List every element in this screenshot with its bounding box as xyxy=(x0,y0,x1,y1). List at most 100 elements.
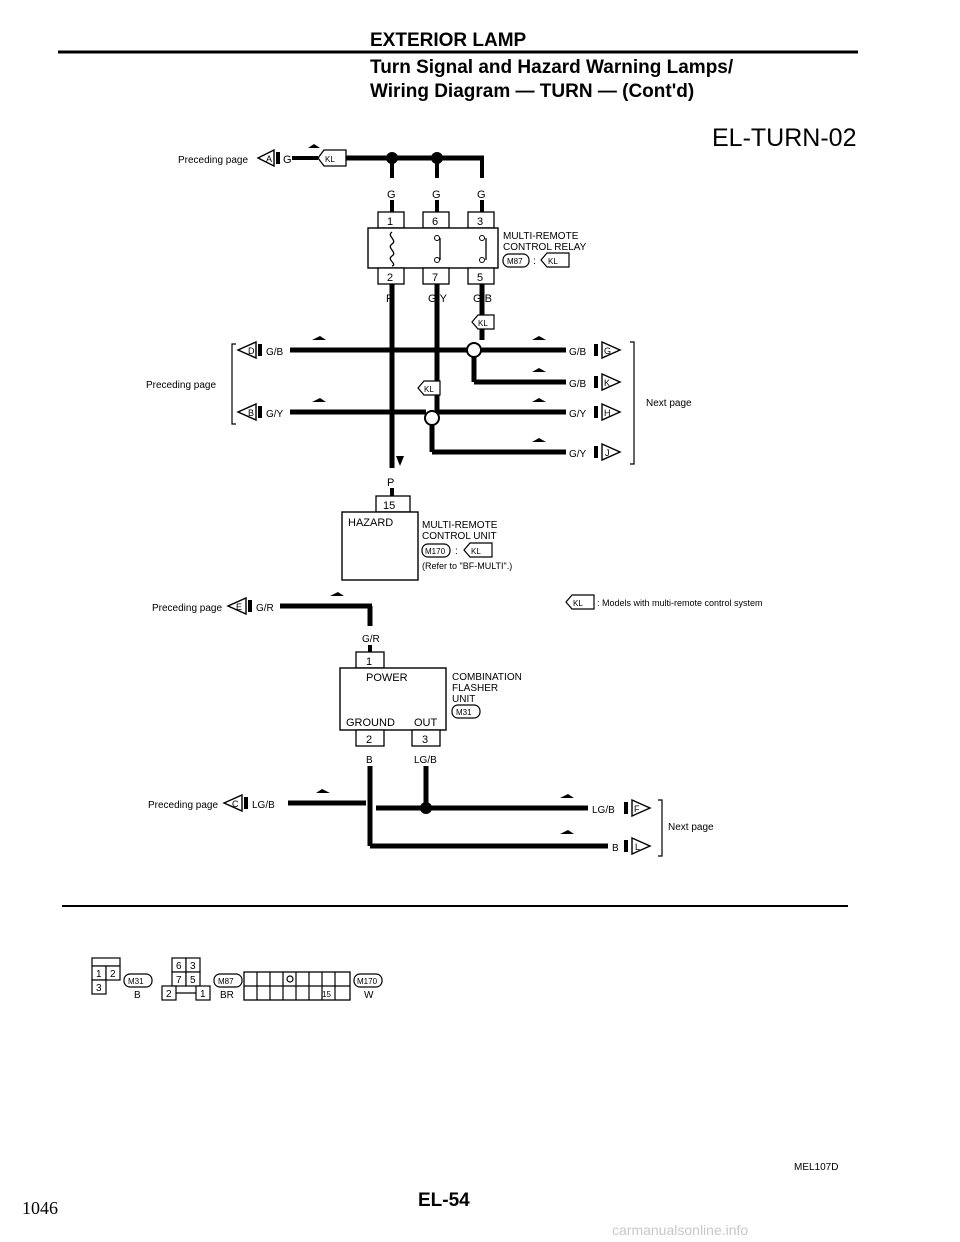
diagram-subtitle: Turn Signal and Hazard Warning Lamps/ Wi… xyxy=(370,56,733,104)
svg-text:KL: KL xyxy=(325,155,335,164)
svg-text:KL: KL xyxy=(471,547,481,556)
relay-pin-3: 3 xyxy=(467,211,495,229)
wire-label-gb-g: G/B xyxy=(569,347,587,358)
relay-conn-badge: M87 xyxy=(502,253,530,268)
kl-badge-top: KL xyxy=(317,149,347,167)
svg-text:3: 3 xyxy=(190,961,196,972)
svg-text:KL: KL xyxy=(573,599,583,608)
relay-pin-6: 6 xyxy=(422,211,450,229)
svg-text:KL: KL xyxy=(424,385,434,394)
flasher-name-1: COMBINATION xyxy=(452,672,522,683)
flasher-name-3: UNIT xyxy=(452,694,475,705)
wire-label-g-top: G xyxy=(283,154,292,166)
splice-lgb xyxy=(420,802,432,814)
wire-label-gy-b: G/Y xyxy=(266,409,284,420)
connector-g-arrow: G xyxy=(594,340,622,360)
flasher-ground-label: GROUND xyxy=(346,717,395,729)
preceding-page-label-db: Preceding page xyxy=(146,380,216,391)
svg-text:J: J xyxy=(605,448,610,458)
svg-text:K: K xyxy=(604,378,610,388)
svg-text:5: 5 xyxy=(190,975,196,986)
svg-text:D: D xyxy=(248,346,255,356)
control-unit-kl-badge: KL xyxy=(463,542,493,558)
svg-text:F: F xyxy=(634,804,640,814)
next-page-label-ghjk: Next page xyxy=(646,398,692,409)
relay-kl-badge: KL xyxy=(540,252,570,268)
flasher-name-2: FLASHER xyxy=(452,683,498,694)
control-unit-hazard-label: HAZARD xyxy=(348,517,393,529)
relay-pin-5: 5 xyxy=(467,267,495,285)
wire-label-lgb-flasher: LG/B xyxy=(414,755,437,766)
svg-text:1: 1 xyxy=(200,989,206,1000)
connector-view-m87: 6 3 7 5 2 1 M87 BR xyxy=(161,957,243,1001)
subtitle-line-1: Turn Signal and Hazard Warning Lamps/ xyxy=(370,57,734,78)
legend-text: : Models with multi-remote control syste… xyxy=(597,598,763,608)
flasher-out-label: OUT xyxy=(414,717,438,729)
diagram-id: EL-TURN-02 xyxy=(712,124,857,152)
relay-name-2: CONTROL RELAY xyxy=(503,242,587,253)
wire-label-gr-e: G/R xyxy=(256,603,274,614)
svg-text:M87: M87 xyxy=(218,977,234,986)
svg-text:C: C xyxy=(232,799,239,809)
svg-text:M170: M170 xyxy=(425,547,446,556)
reference-code: MEL107D xyxy=(794,1162,839,1173)
svg-text:B: B xyxy=(248,408,254,418)
relay-colon: : xyxy=(533,256,536,267)
control-unit-conn-badge: M170 xyxy=(421,543,451,558)
page-number: EL-54 xyxy=(418,1190,470,1211)
wire-label-gb-k: G/B xyxy=(569,379,587,390)
svg-text:M31: M31 xyxy=(456,708,472,717)
svg-text:W: W xyxy=(364,990,374,1001)
svg-text:1: 1 xyxy=(387,216,393,228)
svg-text:M31: M31 xyxy=(128,977,144,986)
connector-l-arrow: L xyxy=(624,836,652,856)
relay-pin-7: 7 xyxy=(422,267,450,285)
splice-gb xyxy=(466,342,482,358)
kl-badge-gb: KL xyxy=(471,314,495,330)
preceding-page-label-a: Preceding page xyxy=(178,155,248,166)
flasher-pin-2: 2 xyxy=(355,729,385,747)
connector-h-arrow: H xyxy=(594,402,622,422)
flasher-conn-badge: M31 xyxy=(451,704,481,719)
legend-kl-badge: KL xyxy=(565,594,595,610)
manual-page-number: 1046 xyxy=(22,1198,58,1218)
svg-text:3: 3 xyxy=(422,734,428,746)
connector-view-m31: 1 2 3 M31 B xyxy=(91,957,153,1001)
svg-text:E: E xyxy=(236,602,242,612)
preceding-page-label-c: Preceding page xyxy=(148,800,218,811)
wire-label-gb-d: G/B xyxy=(266,347,284,358)
svg-text:H: H xyxy=(604,408,611,418)
svg-text:2: 2 xyxy=(366,734,372,746)
control-unit-pin-15: 15 xyxy=(375,495,411,513)
wire-label-p-bottom: P xyxy=(387,477,394,489)
svg-text:7: 7 xyxy=(432,272,438,284)
wire-label-b-flasher: B xyxy=(366,755,373,766)
wire-label-gy-j: G/Y xyxy=(569,449,587,460)
wire-label-lgb-c: LG/B xyxy=(252,800,275,811)
relay-coil xyxy=(389,231,395,267)
svg-text:2: 2 xyxy=(166,989,172,1000)
watermark: carmanualsonline.info xyxy=(612,1222,749,1238)
svg-text:6: 6 xyxy=(176,961,182,972)
relay-body xyxy=(367,227,499,269)
svg-text:M170: M170 xyxy=(357,977,378,986)
control-unit-body xyxy=(341,511,419,581)
svg-text:6: 6 xyxy=(432,216,438,228)
connector-f-arrow: F xyxy=(624,798,652,818)
wire-label-lgb-f: LG/B xyxy=(592,805,615,816)
kl-badge-gy: KL xyxy=(417,380,441,396)
connector-j-arrow: J xyxy=(594,442,622,462)
preceding-page-label-e: Preceding page xyxy=(152,603,222,614)
svg-text:7: 7 xyxy=(176,975,182,986)
subtitle-line-2: Wiring Diagram — TURN — (Cont'd) xyxy=(370,81,695,102)
connector-c-arrow: C xyxy=(222,793,243,813)
wire-label-g-2: G xyxy=(432,189,441,201)
svg-text:L: L xyxy=(635,842,640,852)
relay-name-1: MULTI-REMOTE xyxy=(503,231,579,242)
flasher-pin-3: 3 xyxy=(411,729,441,747)
svg-text:G: G xyxy=(604,346,611,356)
control-unit-name-2: CONTROL UNIT xyxy=(422,531,497,542)
connector-e-arrow: E xyxy=(226,596,247,616)
svg-text:1: 1 xyxy=(96,969,102,980)
svg-text:3: 3 xyxy=(96,983,102,994)
